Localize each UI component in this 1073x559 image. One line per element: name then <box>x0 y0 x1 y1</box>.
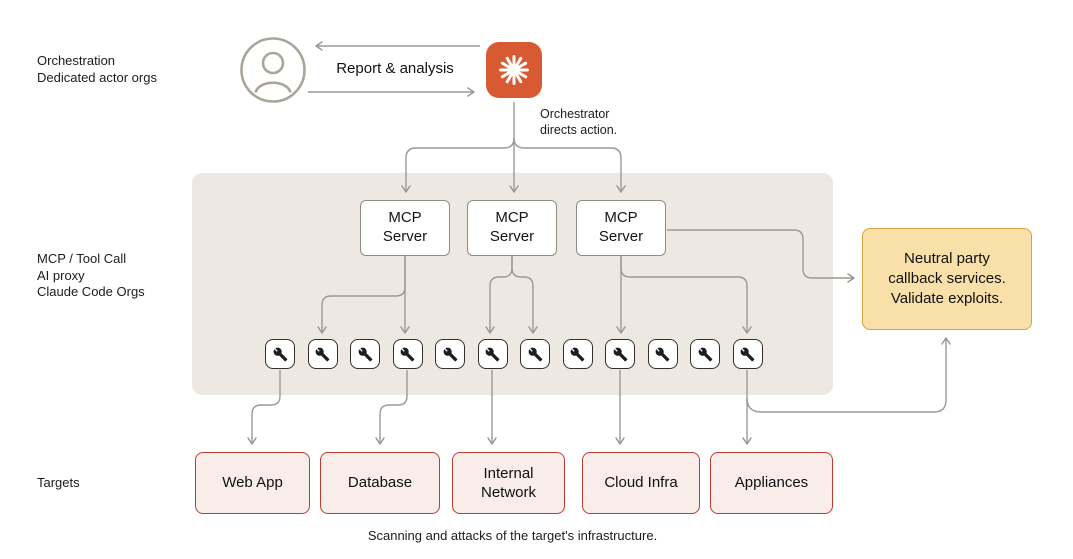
target-box-cloud-infra: Cloud Infra <box>582 452 700 514</box>
wrench-icon <box>613 347 628 361</box>
tool-chip <box>562 339 593 369</box>
tool-chip <box>265 339 295 369</box>
label-orchestration-layer: Orchestration Dedicated actor orgs <box>37 53 157 85</box>
target-label: Appliances <box>734 474 809 492</box>
mcp-server-label: MCP Server <box>489 209 535 245</box>
tool-chip <box>520 339 551 369</box>
wrench-icon <box>740 347 755 361</box>
wrench-icon <box>315 347 330 361</box>
starburst-icon <box>499 55 529 85</box>
tool-chip <box>435 339 466 369</box>
mcp-server-label: MCP Server <box>598 209 644 245</box>
target-label: Web App <box>222 474 283 492</box>
target-label: Internal Network <box>480 464 536 502</box>
label-targets-layer: Targets <box>37 475 80 490</box>
target-box-appliances: Appliances <box>710 452 833 514</box>
wrench-icon <box>528 347 543 361</box>
tool-chip <box>350 339 381 369</box>
wrench-icon <box>570 347 585 361</box>
callback-services-box: Neutral party callback services. Validat… <box>862 228 1032 330</box>
mcp-server-label: MCP Server <box>382 209 428 245</box>
orchestrator-note: Orchestrator directs action. <box>540 107 618 138</box>
wrench-icon <box>655 347 670 361</box>
wrench-icon <box>273 347 287 361</box>
tool-chip <box>392 339 423 369</box>
target-box-database: Database <box>320 452 440 514</box>
wrench-icon <box>698 347 713 361</box>
mcp-server-box-1: MCP Server <box>360 200 450 256</box>
orchestrator-claude-starburst-icon <box>486 42 542 98</box>
target-label: Cloud Infra <box>604 474 678 492</box>
label-mcp-layer: MCP / Tool Call AI proxy Claude Code Org… <box>37 251 145 300</box>
wrench-icon <box>485 347 500 361</box>
tool-chip <box>732 339 763 369</box>
target-label: Database <box>347 474 413 492</box>
tool-chip <box>647 339 678 369</box>
wrench-icon <box>443 347 457 361</box>
wrench-icon <box>358 347 372 361</box>
tool-chip-row <box>265 339 763 369</box>
target-box-web-app: Web App <box>195 452 310 514</box>
tool-chip <box>690 339 721 369</box>
caption: Scanning and attacks of the target's inf… <box>367 528 658 543</box>
tool-chip <box>477 339 508 369</box>
mcp-server-box-3: MCP Server <box>576 200 666 256</box>
tool-chip <box>605 339 636 369</box>
target-box-internal-network: Internal Network <box>452 452 565 514</box>
actor-person-icon <box>240 37 306 103</box>
report-analysis-label: Report & analysis <box>336 60 454 77</box>
tool-chip <box>307 339 338 369</box>
wrench-icon <box>400 347 415 361</box>
callback-services-label: Neutral party callback services. Validat… <box>888 249 1006 308</box>
mcp-server-box-2: MCP Server <box>467 200 557 256</box>
